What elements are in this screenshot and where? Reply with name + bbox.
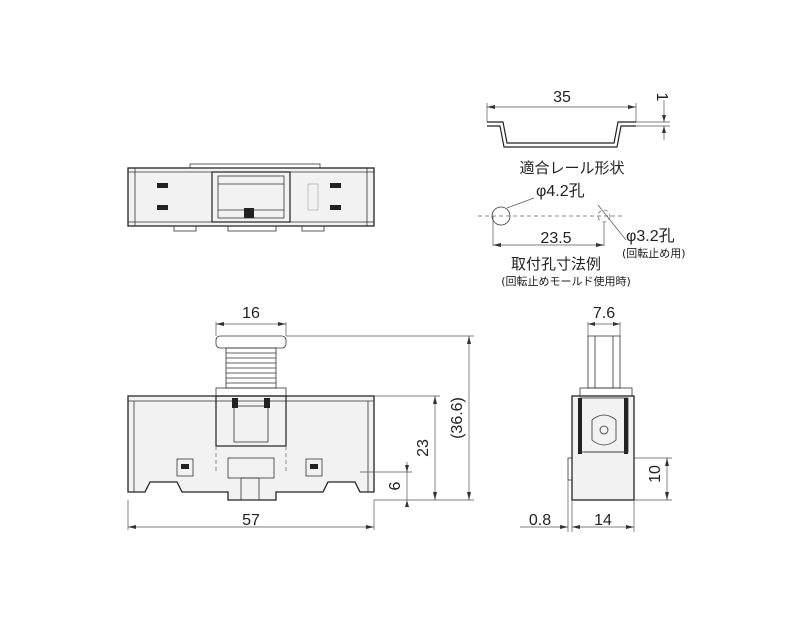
terminal-slot xyxy=(330,183,341,188)
top-view xyxy=(127,163,375,232)
rail-title: 適合レール形状 xyxy=(519,159,624,177)
rail-profile: 35 1 適合レール形状 xyxy=(486,89,670,177)
molded-marking xyxy=(307,183,319,211)
knob-cap xyxy=(215,335,287,349)
side-height-label: 10 xyxy=(647,465,664,483)
front-body xyxy=(127,395,375,501)
rail-offset-label: 6 xyxy=(387,481,404,490)
body-width-label: 57 xyxy=(242,512,260,529)
top-view-center-block xyxy=(211,171,291,223)
side-knob xyxy=(587,335,621,389)
side-view: 7.6 10 0.8 14 xyxy=(520,305,672,532)
terminal-slot xyxy=(157,183,168,188)
knob-depth-label: 7.6 xyxy=(593,305,615,322)
rail-width-label: 35 xyxy=(553,89,571,106)
body-height-label: 23 xyxy=(415,439,432,457)
hole-spacing-label: 23.5 xyxy=(540,230,571,247)
anti-rotation-hole-label: φ3.2孔 xyxy=(626,227,675,245)
terminal-left xyxy=(176,458,194,477)
pin-width-label: 16 xyxy=(242,305,260,322)
side-depth-label: 14 xyxy=(594,512,612,529)
side-offset-label: 0.8 xyxy=(529,512,551,529)
front-view: 16 57 (36.6) 23 6 xyxy=(127,305,474,530)
fuse-holder xyxy=(215,395,287,447)
mounting-title: 取付孔寸法例 xyxy=(511,255,601,273)
terminal-slot xyxy=(157,205,168,210)
mounting-note: (回転止めモールド使用時) xyxy=(501,275,631,288)
anti-rotation-note: (回転止め用) xyxy=(622,247,686,260)
side-body xyxy=(571,395,635,501)
rail-outline xyxy=(487,121,636,144)
main-hole-label: φ4.2孔 xyxy=(536,182,585,200)
terminal-right xyxy=(305,458,323,477)
terminal-slot xyxy=(330,205,341,210)
overall-height-label: (36.6) xyxy=(449,397,466,439)
rail-thickness-label: 1 xyxy=(653,93,670,102)
mounting-hole-diagram: 23.5 φ4.2孔 φ3.2孔 (回転止め用) 取付孔寸法例 (回転止めモール… xyxy=(478,182,686,288)
